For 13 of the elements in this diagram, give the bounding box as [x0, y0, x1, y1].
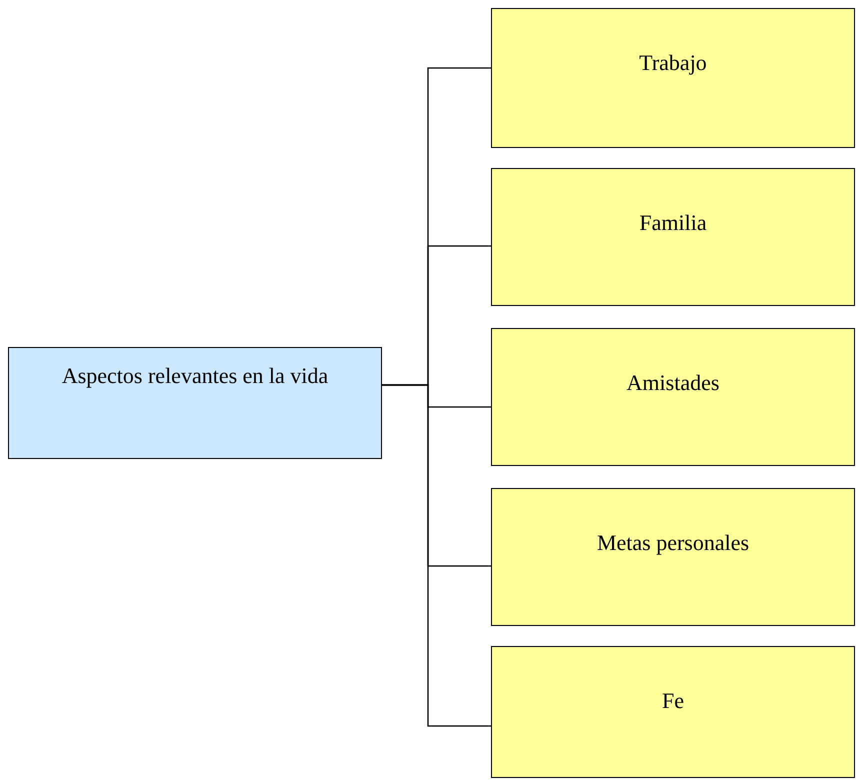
- box-label: Amistades: [626, 369, 720, 397]
- box-label: Metas personales: [596, 529, 750, 557]
- branch-box: [491, 168, 855, 306]
- box-label: Trabajo: [639, 49, 707, 77]
- box-label: Aspectos relevantes en la vida: [62, 362, 328, 390]
- branch-box: [491, 8, 855, 148]
- connector-line: [382, 384, 491, 727]
- branch-box: [491, 488, 855, 626]
- branch-box: [491, 328, 855, 466]
- root-box: [8, 347, 382, 459]
- box-label: Familia: [639, 209, 707, 237]
- branch-box: [491, 646, 855, 778]
- box-label: Fe: [662, 687, 684, 715]
